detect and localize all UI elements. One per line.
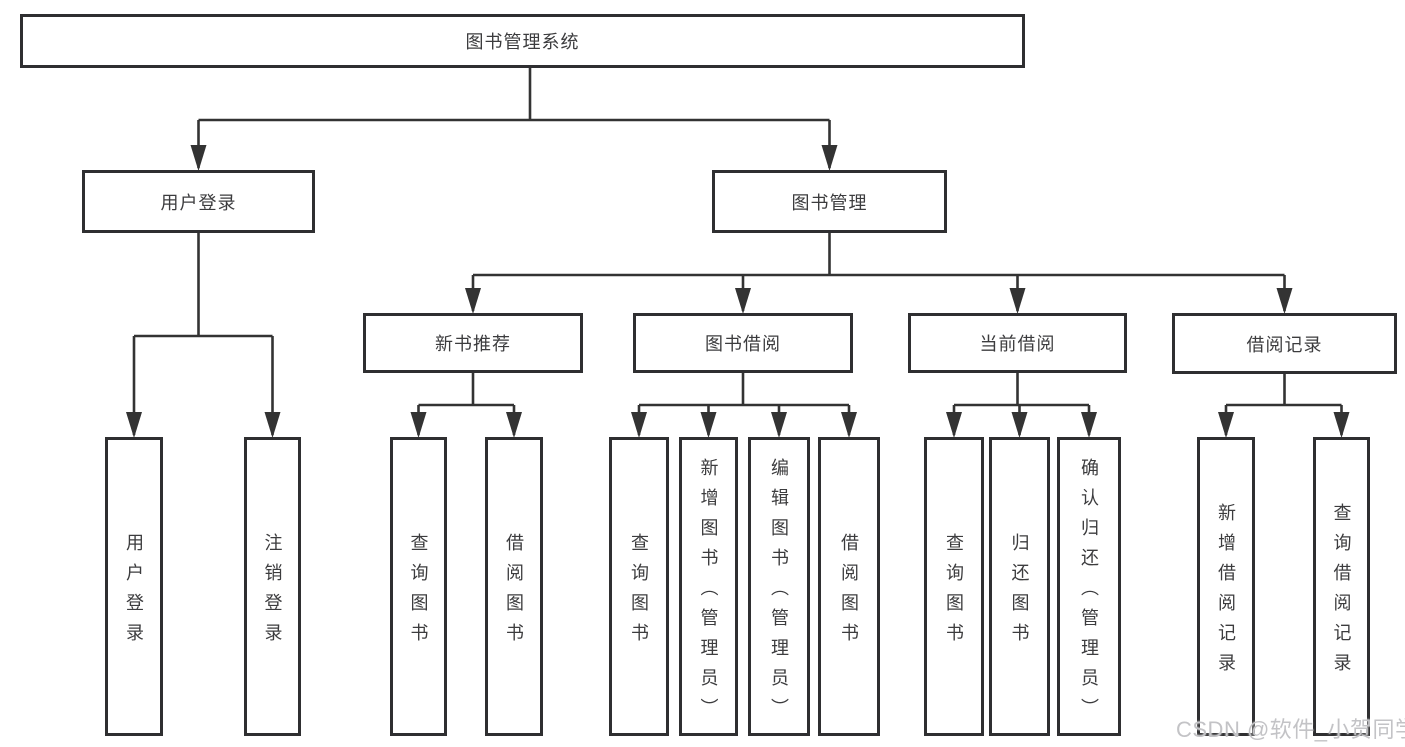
leaf-recommend-borrow-books: 借阅图书 [485,437,543,736]
leaf-borrow-edit-books-admin: 编辑图书（管理员） [748,437,810,736]
leaf-borrow-edit-books-admin-label: 编辑图书（管理员） [769,457,789,728]
leaf-logout-label: 注销登录 [262,532,283,653]
leaf-recommend-query-books: 查询图书 [390,437,447,736]
leaf-record-add-borrow-record: 新增借阅记录 [1197,437,1255,736]
leaf-borrow-borrow-books: 借阅图书 [818,437,880,736]
node-book-management: 图书管理 [712,170,947,233]
leaf-logout: 注销登录 [244,437,301,736]
leaf-current-return-books-label: 归还图书 [1009,532,1030,653]
leaf-current-confirm-return-admin-label: 确认归还（管理员） [1079,457,1099,728]
node-root-system: 图书管理系统 [20,14,1025,68]
leaf-current-confirm-return-admin: 确认归还（管理员） [1057,437,1121,736]
leaf-record-query-borrow-record: 查询借阅记录 [1313,437,1370,736]
node-book-management-label: 图书管理 [791,192,868,213]
node-new-book-recommend: 新书推荐 [363,313,583,373]
node-current-borrow: 当前借阅 [908,313,1127,373]
leaf-recommend-borrow-books-label: 借阅图书 [504,532,524,653]
leaf-current-query-books-label: 查询图书 [944,532,964,653]
node-book-borrow: 图书借阅 [633,313,853,373]
leaf-record-query-borrow-record-label: 查询借阅记录 [1331,502,1352,683]
leaf-borrow-add-books-admin: 新增图书（管理员） [679,437,738,736]
node-new-book-recommend-label: 新书推荐 [435,334,511,354]
node-user-login-label: 用户登录 [160,192,237,213]
node-borrow-record: 借阅记录 [1172,313,1397,374]
node-book-borrow-label: 图书借阅 [705,334,781,354]
leaf-borrow-borrow-books-label: 借阅图书 [839,532,859,653]
leaf-recommend-query-books-label: 查询图书 [408,532,429,653]
leaf-record-add-borrow-record-label: 新增借阅记录 [1216,502,1236,683]
leaf-user-login: 用户登录 [105,437,163,736]
node-root-system-label: 图书管理系统 [465,32,580,52]
node-user-login: 用户登录 [82,170,315,233]
node-current-borrow-label: 当前借阅 [979,334,1056,354]
leaf-borrow-query-books: 查询图书 [609,437,669,736]
leaf-borrow-add-books-admin-label: 新增图书（管理员） [698,457,719,728]
leaf-user-login-label: 用户登录 [124,532,144,653]
leaf-borrow-query-books-label: 查询图书 [629,532,649,653]
node-borrow-record-label: 借阅记录 [1246,334,1323,355]
csdn-watermark: CSDN @软件_小贺同学 [1176,717,1405,742]
leaf-current-query-books: 查询图书 [924,437,984,736]
leaf-current-return-books: 归还图书 [989,437,1050,736]
